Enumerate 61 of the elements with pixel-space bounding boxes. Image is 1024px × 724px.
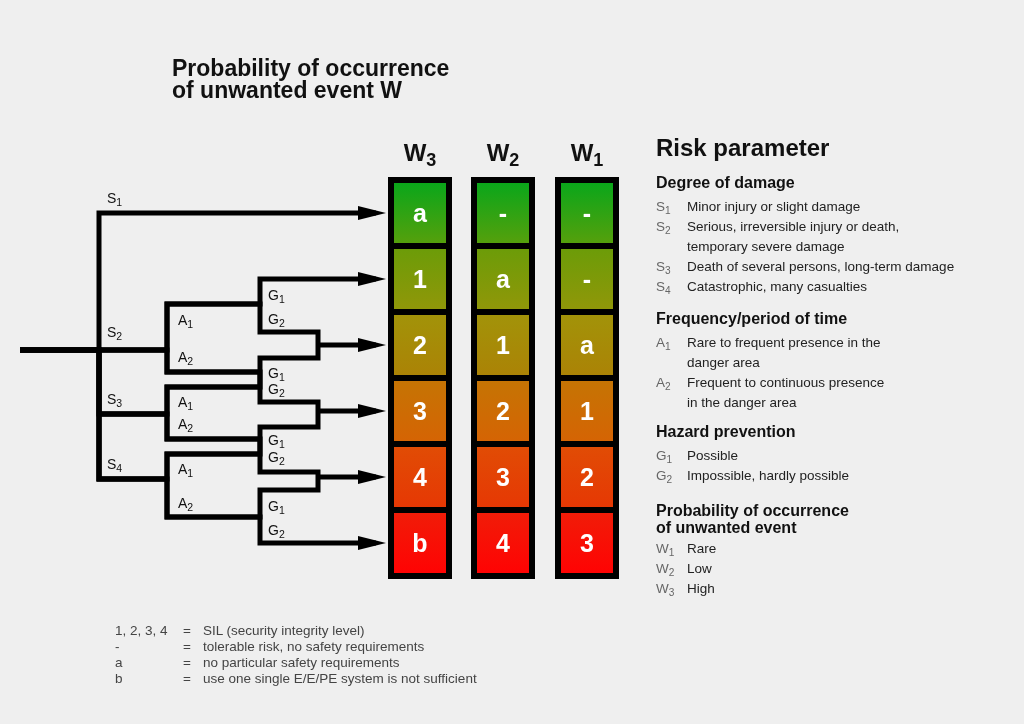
section-heading: Frequency/period of time — [656, 310, 849, 328]
parameter-description: Death of several persons, long-term damage — [687, 258, 956, 276]
diagram-title: Probability of occurrence of unwanted event W — [172, 57, 451, 101]
key-description: use one single E/E/PE system is not sufficient — [203, 671, 477, 687]
branch-label: S$_{1}$ — [107, 190, 123, 207]
parameter-symbol: W$_{2}$ — [656, 560, 676, 579]
parameter-symbol: S$_{4}$ — [656, 278, 672, 297]
equals-sign: = — [183, 623, 192, 639]
parameter-description: High — [687, 580, 716, 598]
panel-heading: Risk parameter — [656, 134, 831, 162]
parameter-symbol: A$_{2}$ — [656, 374, 672, 394]
branch-label: A$_{2}$ — [178, 495, 194, 512]
parameter-symbol: W$_{3}$ — [656, 580, 676, 599]
branch-label: G$_{1}$ — [268, 287, 285, 304]
column-heading: W$_{1}$ — [570, 139, 604, 167]
parameter-symbol: W$_{1}$ — [656, 540, 676, 559]
branch-label: G$_{1}$ — [268, 432, 285, 449]
key-symbol: 1, 2, 3, 4 — [115, 623, 169, 639]
parameter-symbol: G$_{1}$ — [656, 447, 674, 466]
parameter-symbol: S$_{1}$ — [656, 198, 672, 217]
branch-label: G$_{2}$ — [268, 381, 285, 398]
parameter-description: Rare to frequent presence in the danger area — [687, 334, 882, 372]
parameter-description: Low — [687, 560, 713, 578]
parameter-description: Minor injury or slight damage — [687, 198, 862, 216]
parameter-description: Serious, irreversible injury or death, temporary severe damage — [687, 218, 901, 256]
branch-label: G$_{1}$ — [268, 498, 285, 515]
parameter-description: Rare — [687, 540, 718, 558]
branch-label: A$_{2}$ — [178, 349, 194, 366]
branch-label: G$_{1}$ — [268, 365, 285, 382]
parameter-description: Catastrophic, many casualties — [687, 278, 869, 296]
parameter-description: Possible — [687, 447, 740, 465]
branch-label: A$_{1}$ — [178, 461, 194, 478]
parameter-description: Impossible, hardly possible — [687, 467, 851, 485]
column-heading: W$_{2}$ — [486, 139, 520, 167]
branch-label: G$_{2}$ — [268, 522, 285, 539]
key-symbol: - — [115, 639, 121, 655]
equals-sign: = — [183, 639, 192, 655]
branch-label: G$_{2}$ — [268, 311, 285, 328]
key-description: tolerable risk, no safety requirements — [203, 639, 426, 655]
branch-label: A$_{2}$ — [178, 416, 194, 433]
section-heading: Degree of damage — [656, 174, 796, 192]
key-symbol: b — [115, 671, 124, 687]
key-symbol: a — [115, 655, 124, 671]
key-description: SIL (security integrity level) — [203, 623, 366, 639]
section-heading: Hazard prevention — [656, 423, 797, 441]
parameter-description: Frequent to continuous presence in the danger area — [687, 374, 886, 412]
section-heading: Probability of occurrence of unwanted event — [656, 502, 850, 536]
branch-label: G$_{2}$ — [268, 449, 285, 466]
branch-label: S$_{3}$ — [107, 391, 123, 408]
parameter-symbol: S$_{2}$ — [656, 218, 672, 238]
branch-label: S$_{4}$ — [107, 456, 123, 473]
equals-sign: = — [183, 655, 192, 671]
parameter-symbol: A$_{1}$ — [656, 334, 672, 354]
column-heading: W$_{3}$ — [403, 139, 437, 167]
branch-label: S$_{2}$ — [107, 324, 123, 341]
key-description: no particular safety requirements — [203, 655, 401, 671]
equals-sign: = — [183, 671, 192, 687]
parameter-symbol: S$_{3}$ — [656, 258, 672, 277]
branch-label: A$_{1}$ — [178, 312, 194, 329]
parameter-symbol: G$_{2}$ — [656, 467, 674, 486]
branch-label: A$_{1}$ — [178, 394, 194, 411]
